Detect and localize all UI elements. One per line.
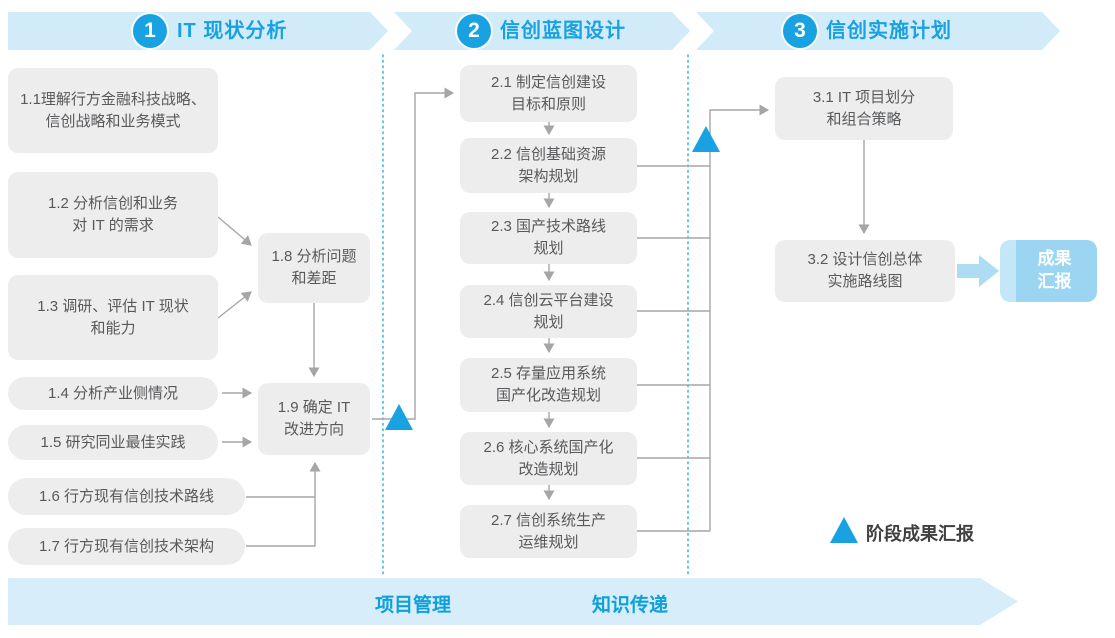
box-1-8-line-1: 1.8 分析问题 <box>271 248 357 266</box>
phase-banner-1 <box>8 12 388 50</box>
box-3-2-line-2: 实施路线图 <box>827 273 903 290</box>
box-1-8-line-2: 和差距 <box>291 270 337 287</box>
arrow-1-7-to-1-9 <box>246 461 321 547</box>
box-2-5-line-1: 2.5 存量应用系统 <box>490 365 607 383</box>
phase-title-1: IT 现状分析 <box>177 20 288 42</box>
arrow-phase2-to-3-1 <box>709 104 770 531</box>
box-2-4-line-2: 规划 <box>533 313 564 331</box>
box-2-3-line-2: 规划 <box>533 240 564 257</box>
box-2-5: 2.5 存量应用系统 国产化改造规划 <box>460 358 637 412</box>
box-1-3-line-1: 1.3 调研、评估 IT 现状 <box>37 297 189 315</box>
box-1-6: 1.6 行方现有信创技术路线 <box>8 478 245 515</box>
results-report-line-2: 汇报 <box>1037 272 1072 291</box>
box-1-2: 1.2 分析信创和业务 对 IT 的需求 <box>8 172 218 258</box>
box-3-2: 3.2 设计信创总体 实施路线图 <box>775 240 955 302</box>
box-2-3: 2.3 国产技术路线 规划 <box>460 212 637 264</box>
box-2-2-line-1: 2.2 信创基础资源 <box>490 145 607 163</box>
box-2-1-line-2: 目标和原则 <box>510 95 586 113</box>
box-2-1-line-1: 2.1 制定信创建设 <box>490 73 607 91</box>
phase-number-circle-3: 3 <box>783 14 817 48</box>
results-report-line-1: 成果 <box>1037 249 1072 269</box>
box-2-2: 2.2 信创基础资源 架构规划 <box>460 138 637 193</box>
box-2-7-line-2: 运维规划 <box>518 533 579 551</box>
flow-arrow-to-report <box>957 255 999 287</box>
box-1-5-line-1: 1.5 研究同业最佳实践 <box>40 433 186 451</box>
box-1-4-line-1: 1.4 分析产业侧情况 <box>47 384 179 402</box>
phase-banner-3 <box>696 12 1060 50</box>
phase-number-circle-1: 1 <box>133 14 167 48</box>
legend-triangle <box>830 517 858 543</box>
box-1-8: 1.8 分析问题 和差距 <box>258 233 370 303</box>
arrow-1-3-to-1-8 <box>217 291 252 319</box>
box-1-4: 1.4 分析产业侧情况 <box>8 377 218 410</box>
phase-banner-2 <box>394 12 690 50</box>
box-2-4: 2.4 信创云平台建设 规划 <box>460 285 637 338</box>
box-2-6-line-1: 2.6 核心系统国产化 <box>483 438 614 456</box>
box-1-1-line-2: 信创战略和业务模式 <box>45 112 181 130</box>
footer-item-project-management: 项目管理 <box>375 595 452 616</box>
box-1-3: 1.3 调研、评估 IT 现状 和能力 <box>8 275 218 360</box>
box-3-1-line-1: 3.1 IT 项目划分 <box>812 88 916 106</box>
box-1-1-line-1: 1.1理解行方金融科技战略、 <box>20 90 206 108</box>
box-1-6-line-1: 1.6 行方现有信创技术路线 <box>38 487 215 505</box>
phase-title-3: 信创实施计划 <box>826 20 952 42</box>
box-1-7: 1.7 行方现有信创技术架构 <box>8 528 245 565</box>
box-2-4-line-1: 2.4 信创云平台建设 <box>483 291 614 309</box>
box-1-7-line-1: 1.7 行方现有信创技术架构 <box>38 537 215 555</box>
phase-number-2: 2 <box>468 19 480 42</box>
results-report-box: 成果 汇报 <box>1000 240 1097 302</box>
box-2-7-line-1: 2.7 信创系统生产 <box>490 511 607 529</box>
box-2-1: 2.1 制定信创建设 目标和原则 <box>460 65 637 122</box>
box-1-5: 1.5 研究同业最佳实践 <box>8 425 218 460</box>
phase-number-3: 3 <box>794 19 806 42</box>
phase-title-2: 信创蓝图设计 <box>500 20 626 42</box>
box-1-9: 1.9 确定 IT 改进方向 <box>258 383 370 455</box>
phase-number-1: 1 <box>144 19 156 42</box>
milestone-triangle-2 <box>692 126 720 152</box>
box-1-1: 1.1理解行方金融科技战略、 信创战略和业务模式 <box>8 68 218 153</box>
box-2-5-line-2: 国产化改造规划 <box>495 387 601 404</box>
footer-item-knowledge-transfer: 知识传递 <box>592 595 669 616</box>
box-2-6: 2.6 核心系统国产化 改造规划 <box>460 432 637 485</box>
box-3-1: 3.1 IT 项目划分 和组合策略 <box>775 77 953 140</box>
box-1-3-line-2: 和能力 <box>90 319 136 337</box>
legend-label: 阶段成果汇报 <box>866 524 974 544</box>
box-2-7: 2.7 信创系统生产 运维规划 <box>460 505 637 558</box>
arrow-1-9-to-2-1 <box>372 87 455 420</box>
box-1-2-line-1: 1.2 分析信创和业务 <box>47 195 179 213</box>
box-1-9-line-1: 1.9 确定 IT <box>277 399 351 417</box>
box-2-3-line-1: 2.3 国产技术路线 <box>490 218 607 236</box>
footer-banner <box>8 578 1018 625</box>
box-1-9-line-2: 改进方向 <box>283 421 344 438</box>
box-3-2-line-1: 3.2 设计信创总体 <box>807 251 923 269</box>
box-2-6-line-2: 改造规划 <box>518 460 579 478</box>
phase-number-circle-2: 2 <box>457 14 491 48</box>
box-3-1-line-2: 和组合策略 <box>826 110 902 128</box>
arrow-1-2-to-1-8 <box>217 216 252 246</box>
milestone-triangle-1 <box>385 404 413 430</box>
box-1-2-line-2: 对 IT 的需求 <box>72 217 154 234</box>
box-2-2-line-2: 架构规划 <box>518 167 579 185</box>
